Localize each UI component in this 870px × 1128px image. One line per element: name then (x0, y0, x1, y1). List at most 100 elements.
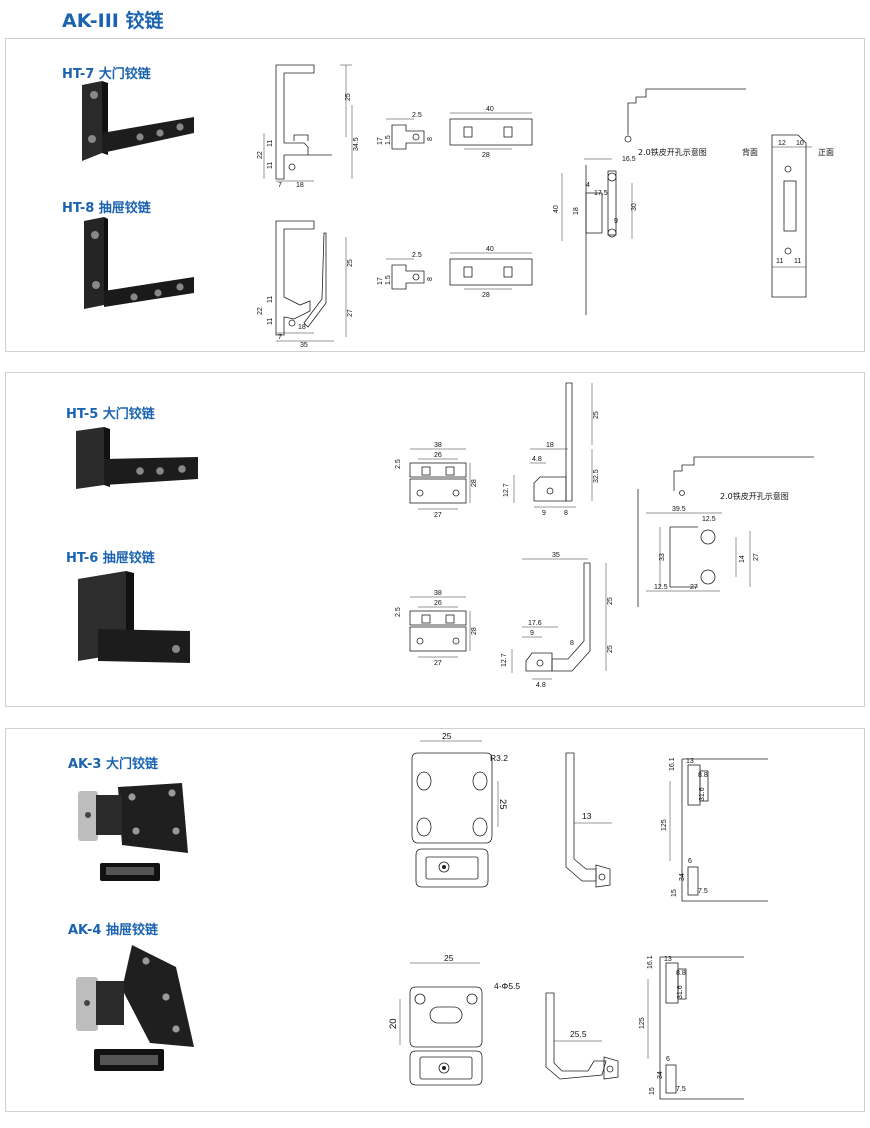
svg-text:7.5: 7.5 (676, 1086, 686, 1093)
ht6-top-view: 38 26 2.5 28 27 (395, 590, 478, 667)
panel-ht5-ht6: HT-5 大门铰链 HT-6 抽屉铰链 38 26 2.5 28 27 (5, 372, 865, 707)
ht5-top-view: 38 26 2.5 28 27 (395, 442, 478, 519)
svg-text:125: 125 (661, 819, 668, 831)
ht8-label: HT-8 抽屉铰链 (62, 201, 151, 216)
svg-text:17: 17 (377, 137, 384, 145)
svg-text:8: 8 (570, 640, 574, 647)
svg-text:7: 7 (278, 182, 282, 189)
ht8-top-plate: 40 28 (449, 246, 533, 299)
svg-text:11: 11 (267, 140, 274, 147)
svg-text:31.6: 31.6 (677, 985, 684, 999)
svg-text:27: 27 (434, 660, 442, 667)
svg-text:27: 27 (690, 584, 698, 591)
ak4-side-drawing: 25.5 (545, 992, 619, 1080)
svg-text:1.5: 1.5 (385, 135, 392, 145)
svg-text:18: 18 (296, 182, 304, 189)
ak3-photo (78, 783, 188, 881)
svg-text:2.5: 2.5 (395, 459, 402, 469)
svg-text:28: 28 (471, 479, 478, 487)
svg-text:27: 27 (347, 309, 354, 317)
svg-text:34: 34 (657, 1071, 664, 1079)
svg-text:13: 13 (664, 956, 672, 963)
svg-text:12: 12 (778, 140, 786, 147)
ht8-photo (84, 217, 194, 309)
svg-text:4: 4 (586, 182, 590, 189)
svg-text:35: 35 (300, 342, 308, 349)
ht6-photo (78, 571, 190, 663)
svg-text:40: 40 (553, 205, 560, 213)
svg-text:13: 13 (582, 811, 592, 821)
svg-text:28: 28 (482, 152, 490, 159)
svg-text:31.6: 31.6 (699, 787, 706, 801)
face-plate-diagram: 12 10 11 11 (771, 134, 812, 298)
svg-text:16.1: 16.1 (647, 955, 654, 969)
ht5-label: HT-5 大门铰链 (66, 407, 155, 422)
svg-text:27: 27 (434, 512, 442, 519)
ak3-front-drawing: 25 R3.2 25 (411, 731, 508, 888)
svg-text:9: 9 (542, 510, 546, 517)
svg-text:11: 11 (267, 318, 274, 325)
hole-diagram-2: 2.0铁皮开孔示意图 39.5 12.5 33 14 27 12.5 27 (637, 456, 814, 607)
svg-text:2.5: 2.5 (395, 607, 402, 617)
svg-text:12.5: 12.5 (654, 584, 668, 591)
panel-ht7-ht8: HT-7 大门铰链 HT-8 抽屉铰链 25 34.5 22 11 (5, 38, 865, 352)
svg-text:25: 25 (442, 731, 452, 741)
svg-text:28: 28 (471, 627, 478, 635)
svg-text:8.8: 8.8 (676, 970, 686, 977)
ht6-label: HT-6 抽屉铰链 (66, 551, 155, 566)
svg-text:20: 20 (388, 1018, 399, 1029)
svg-text:17.5: 17.5 (594, 190, 608, 197)
svg-text:2.0铁皮开孔示意图: 2.0铁皮开孔示意图 (720, 491, 789, 501)
svg-text:34.5: 34.5 (353, 137, 360, 151)
svg-text:17: 17 (377, 277, 384, 285)
svg-text:8: 8 (427, 277, 434, 281)
svg-text:38: 38 (434, 590, 442, 597)
svg-text:34: 34 (679, 873, 686, 881)
svg-text:7: 7 (278, 334, 282, 341)
page-title: AK-III 铰链 (62, 10, 164, 32)
svg-text:28: 28 (482, 292, 490, 299)
svg-text:9: 9 (530, 630, 534, 637)
svg-text:14: 14 (739, 555, 746, 563)
svg-text:25: 25 (607, 645, 614, 653)
svg-text:39.5: 39.5 (672, 506, 686, 513)
ht7-label: HT-7 大门铰链 (62, 67, 151, 82)
svg-text:125: 125 (639, 1017, 646, 1029)
svg-text:40: 40 (486, 246, 494, 253)
svg-text:40: 40 (486, 106, 494, 113)
svg-text:2.5: 2.5 (412, 112, 422, 119)
svg-text:7.5: 7.5 (698, 888, 708, 895)
svg-text:22: 22 (257, 151, 264, 159)
ak3-label: AK-3 大门铰链 (68, 757, 158, 772)
svg-text:30: 30 (631, 203, 638, 211)
hole-diagram-1: 2.0铁皮开孔示意图 16.5 4 17.5 40 18 9 30 背面 正面 (553, 88, 834, 315)
svg-text:33: 33 (659, 553, 666, 561)
svg-text:8: 8 (564, 510, 568, 517)
svg-text:26: 26 (434, 452, 442, 459)
svg-text:26: 26 (434, 600, 442, 607)
svg-text:18: 18 (573, 207, 580, 215)
svg-text:8.8: 8.8 (698, 772, 708, 779)
ak4-photo (76, 945, 194, 1071)
svg-text:6: 6 (688, 858, 692, 865)
svg-text:25.5: 25.5 (570, 1029, 587, 1039)
svg-text:4.8: 4.8 (532, 456, 542, 463)
svg-text:2.0铁皮开孔示意图: 2.0铁皮开孔示意图 (638, 147, 707, 157)
svg-text:正面: 正面 (818, 148, 834, 157)
svg-text:25: 25 (497, 799, 508, 810)
ak4-label: AK-4 抽屉铰链 (68, 923, 158, 938)
svg-text:25: 25 (347, 259, 354, 267)
svg-text:1.5: 1.5 (385, 275, 392, 285)
svg-text:35: 35 (552, 552, 560, 559)
svg-text:25: 25 (444, 953, 454, 963)
svg-text:27: 27 (753, 553, 760, 561)
ht7-small-side: 2.5 17 1.5 8 (377, 112, 434, 150)
svg-text:17.6: 17.6 (528, 620, 542, 627)
svg-text:4-Φ5.5: 4-Φ5.5 (494, 981, 520, 991)
svg-text:6: 6 (666, 1056, 670, 1063)
svg-text:11: 11 (794, 258, 801, 265)
svg-text:11: 11 (267, 296, 274, 303)
svg-text:12.7: 12.7 (501, 653, 508, 667)
svg-text:32.5: 32.5 (593, 469, 600, 483)
ak4-install-drawing: 16.1 13 8.8 31.6 125 6 15 34 7.5 (639, 955, 744, 1100)
